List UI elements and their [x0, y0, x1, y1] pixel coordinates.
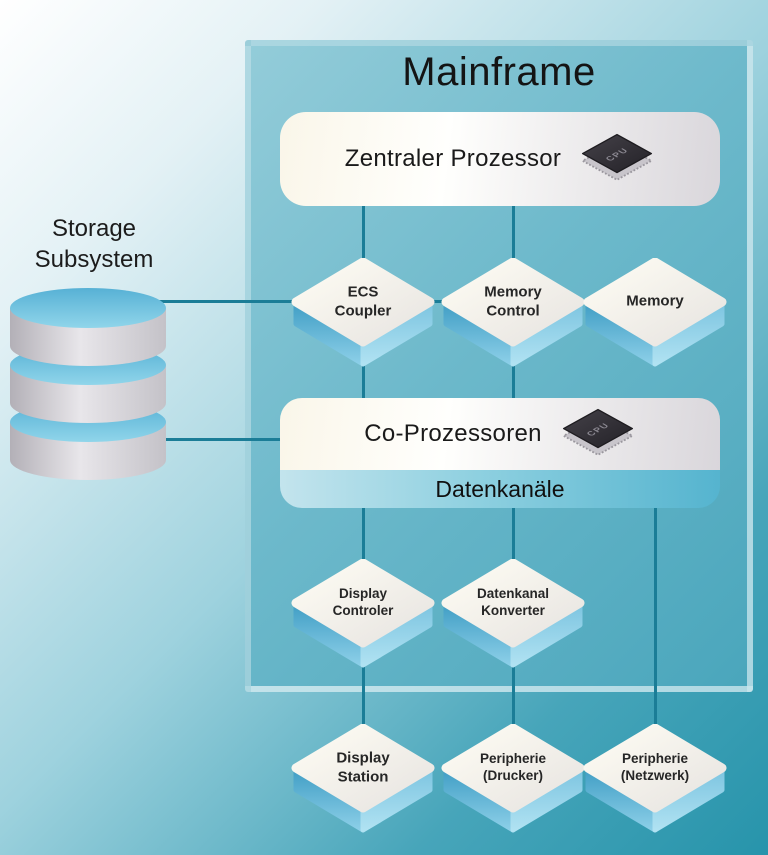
cpu-chip-icon: CPU: [562, 408, 634, 456]
node-ecs-coupler: ECS Coupler: [288, 258, 438, 370]
cpu-chip-icon: CPU: [581, 133, 653, 181]
diamond-shape: [291, 559, 435, 668]
connector-storage-to-coprocessor: [88, 438, 285, 441]
node-memory: Memory: [580, 258, 730, 370]
co-prozessoren-label: Co-Prozessoren: [364, 420, 542, 447]
mainframe-title: Mainframe: [402, 50, 596, 94]
node-label: Memory Control: [484, 283, 542, 319]
diamond-shape: [583, 724, 727, 833]
node-label: Datenkanal Konverter: [476, 586, 550, 618]
co-prozessoren-section: Co-Prozessoren CPU: [280, 398, 720, 470]
datenkanaele-bar: Datenkanäle: [280, 470, 720, 508]
diamond-shape: [291, 724, 435, 833]
node-label: Memory: [626, 292, 684, 310]
storage-subsystem-label: Storage Subsystem: [34, 215, 154, 273]
zentraler-prozessor-box: Zentraler Prozessor CPU: [280, 112, 720, 206]
datenkanaele-label: Datenkanäle: [435, 475, 565, 502]
node-display-station: Display Station: [288, 724, 438, 836]
diamond-shape: [441, 559, 585, 668]
node-label: ECS Coupler: [334, 283, 392, 319]
node-label: Peripherie (Netzwerk): [620, 751, 690, 783]
diamond-shape: [441, 724, 585, 833]
connector-channels-to-netzwerk: [654, 505, 657, 740]
node-label: Display Station: [336, 749, 390, 785]
zentraler-prozessor-label: Zentraler Prozessor: [344, 145, 562, 172]
node-memory-control: Memory Control: [438, 258, 588, 370]
node-label: Peripherie (Drucker): [479, 751, 547, 783]
node-display-controller: Display Controler: [288, 559, 438, 671]
diamond-shape: [291, 258, 435, 367]
node-label: Display Controler: [332, 586, 394, 618]
co-prozessoren-box: Co-Prozessoren CPU Datenkanäle: [280, 398, 720, 508]
database-icon: [10, 288, 166, 480]
node-datenkanal-konverter: Datenkanal Konverter: [438, 559, 588, 671]
node-peripherie-drucker: Peripherie (Drucker): [438, 724, 588, 836]
node-peripherie-netzwerk: Peripherie (Netzwerk): [580, 724, 730, 836]
diamond-shape: [583, 258, 727, 367]
diamond-shape: [441, 258, 585, 367]
